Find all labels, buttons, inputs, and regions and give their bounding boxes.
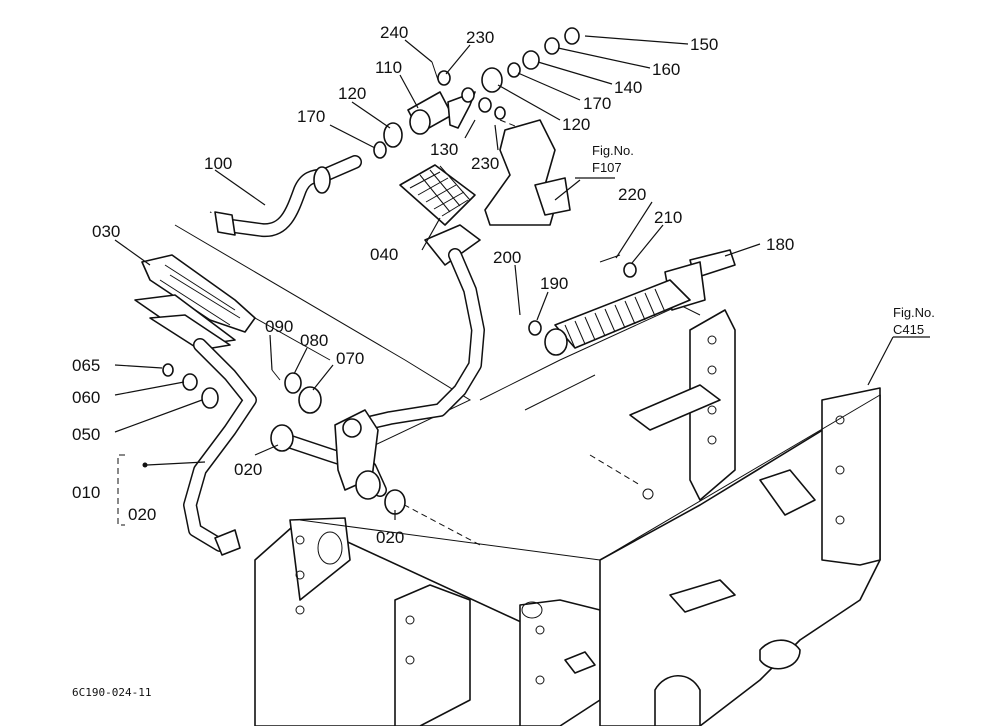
label-020: 020	[376, 528, 404, 547]
lever-010	[183, 338, 406, 556]
ref-c415-number: C415	[893, 322, 924, 337]
pedal-040	[353, 164, 485, 432]
label-240: 240	[380, 23, 408, 42]
label-090: 090	[265, 317, 293, 336]
frame-assembly	[254, 309, 881, 726]
pedal-030	[134, 254, 256, 351]
label-230: 230	[471, 154, 499, 173]
label-100: 100	[204, 154, 232, 173]
label-160: 160	[652, 60, 680, 79]
ref-f107-title: Fig.No.	[592, 143, 634, 158]
label-010: 010	[72, 483, 100, 502]
label-140: 140	[614, 78, 642, 97]
ref-f107-number: F107	[592, 160, 622, 175]
label-030: 030	[92, 222, 120, 241]
label-040: 040	[370, 245, 398, 264]
label-020: 020	[234, 460, 262, 479]
label-150: 150	[690, 35, 718, 54]
top-hardware	[373, 27, 580, 226]
rod-100	[214, 155, 362, 238]
leader-lines	[114, 35, 930, 526]
label-070: 070	[336, 349, 364, 368]
label-200: 200	[493, 248, 521, 267]
hardware-050-090	[162, 363, 322, 414]
label-120: 120	[338, 84, 366, 103]
label-210: 210	[654, 208, 682, 227]
label-220: 220	[618, 185, 646, 204]
label-130: 130	[430, 140, 458, 159]
label-170: 170	[297, 107, 325, 126]
ref-c415-title: Fig.No.	[893, 305, 935, 320]
label-080: 080	[300, 331, 328, 350]
label-020: 020	[128, 505, 156, 524]
label-180: 180	[766, 235, 794, 254]
label-110: 110	[375, 58, 402, 77]
label-065: 065	[72, 356, 100, 375]
label-120: 120	[562, 115, 590, 134]
label-190: 190	[540, 274, 568, 293]
part-labels: 240 230 150 160 110 140 120 170 170 120 …	[72, 23, 935, 699]
figure-code: 6C190-024-11	[72, 686, 151, 699]
label-060: 060	[72, 388, 100, 407]
label-170: 170	[583, 94, 611, 113]
spring-180	[528, 249, 736, 356]
label-050: 050	[72, 425, 100, 444]
label-230: 230	[466, 28, 494, 47]
